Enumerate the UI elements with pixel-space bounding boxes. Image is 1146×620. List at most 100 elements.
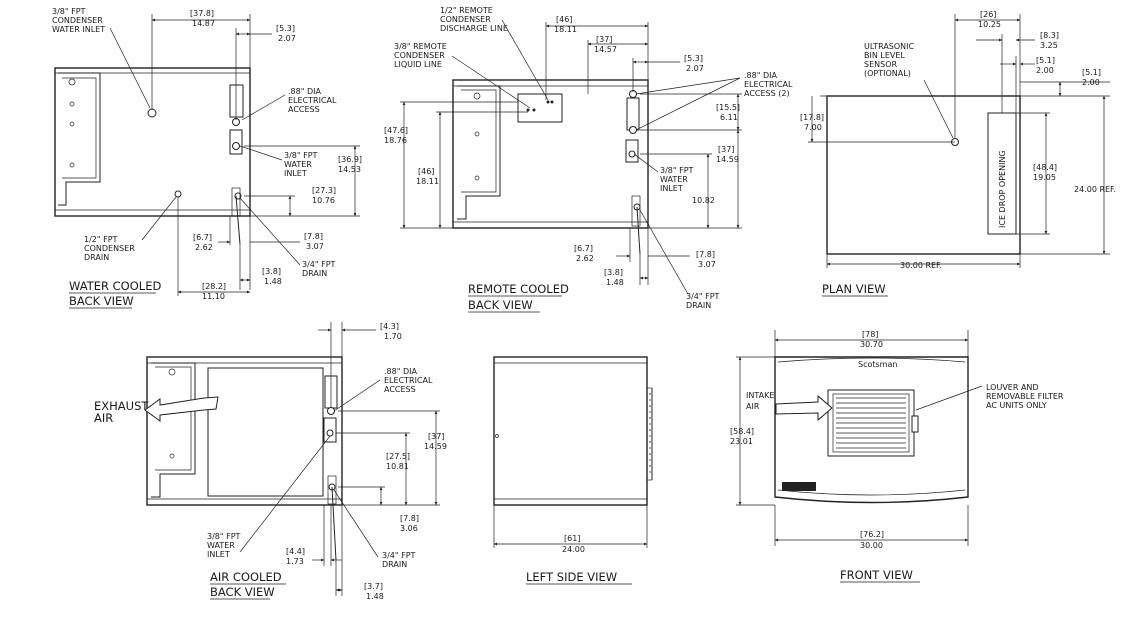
label-condenser-drain: 1/2" FPT CONDENSER DRAIN bbox=[84, 235, 135, 262]
svg-text:INLET: INLET bbox=[284, 169, 307, 178]
svg-text:LOUVER AND: LOUVER AND bbox=[986, 383, 1039, 392]
dim-1-48-in: 1.48 bbox=[606, 278, 624, 287]
svg-text:CONDENSER: CONDENSER bbox=[394, 51, 445, 60]
dim-11-10-in: 11.10 bbox=[202, 292, 225, 301]
svg-text:3/8" REMOTE: 3/8" REMOTE bbox=[394, 42, 447, 51]
dim-14-57-in: 14.57 bbox=[594, 45, 617, 54]
dim-2-07-in: 2.07 bbox=[278, 34, 296, 43]
dim-17-8-mm: [17.8] bbox=[800, 113, 824, 122]
dim-3-25-in: 3.25 bbox=[1040, 41, 1058, 50]
label-drain: 3/4" FPT DRAIN bbox=[302, 260, 336, 278]
dim-2-00-in-b: 2.00 bbox=[1082, 78, 1100, 87]
dim-30-00-in: 30.00 bbox=[860, 541, 883, 550]
view-title-water-cooled: WATER COOLED bbox=[69, 279, 161, 293]
dim-47-6-mm: [47.6] bbox=[384, 126, 408, 135]
dim-1-70-in: 1.70 bbox=[384, 332, 402, 341]
view-subtitle-back-view: BACK VIEW bbox=[468, 298, 533, 312]
dim-14-87-in: 14.87 bbox=[192, 19, 215, 28]
svg-text:AC UNITS ONLY: AC UNITS ONLY bbox=[986, 401, 1047, 410]
dim-46-mm-left: [46] bbox=[418, 167, 434, 176]
dim-1-73-in: 1.73 bbox=[286, 557, 304, 566]
dim-6-7-mm: [6.7] bbox=[193, 233, 212, 242]
dim-30-70-in: 30.70 bbox=[860, 340, 883, 349]
exhaust-air-arrow bbox=[144, 396, 219, 422]
plan-view: ULTRASONIC BIN LEVEL SENSOR (OPTIONAL) [… bbox=[800, 10, 1116, 297]
label-water-inlet: 3/8" FPT WATER INLET bbox=[660, 166, 694, 193]
dim-2-00-in-a: 2.00 bbox=[1036, 66, 1054, 75]
svg-text:1/2" REMOTE: 1/2" REMOTE bbox=[440, 6, 493, 15]
dim-3-7-mm: [3.7] bbox=[364, 582, 383, 591]
svg-text:ULTRASONIC: ULTRASONIC bbox=[864, 42, 915, 51]
svg-text:(OPTIONAL): (OPTIONAL) bbox=[864, 69, 911, 78]
label-louver-filter: LOUVER AND REMOVABLE FILTER AC UNITS ONL… bbox=[986, 383, 1064, 410]
dim-37-mm: [37] bbox=[596, 35, 612, 44]
dim-5-1-mm-b: [5.1] bbox=[1082, 68, 1101, 77]
label-drain: 3/4" FPT DRAIN bbox=[382, 551, 416, 569]
brand-logo: Scotsman bbox=[858, 360, 897, 369]
dim-14-59-in: 14.59 bbox=[716, 155, 739, 164]
svg-text:DRAIN: DRAIN bbox=[84, 253, 109, 262]
svg-text:3/8" FPT: 3/8" FPT bbox=[52, 7, 86, 16]
front-view: Scotsman [78] 30.70 INTAKE AIR LOUVER AN… bbox=[730, 330, 1064, 583]
svg-text:WATER INLET: WATER INLET bbox=[52, 25, 105, 34]
label-drain: 3/4" FPT DRAIN bbox=[686, 292, 720, 310]
dim-3-06-in: 3.06 bbox=[400, 524, 418, 533]
view-subtitle-back-view: BACK VIEW bbox=[210, 585, 275, 599]
svg-text:AIR: AIR bbox=[94, 411, 113, 425]
dim-48-4-mm: [48.4] bbox=[1033, 163, 1057, 172]
dim-4-3-mm: [4.3] bbox=[380, 322, 399, 331]
dim-2-62-in: 2.62 bbox=[195, 243, 213, 252]
svg-text:WATER: WATER bbox=[207, 541, 235, 550]
label-condenser-water-inlet: 3/8" FPT CONDENSER WATER INLET bbox=[52, 7, 105, 34]
dim-10-76-in: 10.76 bbox=[312, 196, 335, 205]
svg-text:INLET: INLET bbox=[207, 550, 230, 559]
dim-10-25-in: 10.25 bbox=[978, 20, 1001, 29]
dim-15-5-mm: [15.5] bbox=[716, 103, 740, 112]
dim-1-48-in: 1.48 bbox=[366, 592, 384, 601]
label-exhaust-air: EXHAUST AIR bbox=[94, 399, 149, 425]
dim-4-4-mm: [4.4] bbox=[286, 547, 305, 556]
air-cooled-back-view: EXHAUST AIR [4.3] 1.70 .88" DIA ELECTRIC… bbox=[94, 322, 447, 601]
view-title-left-side: LEFT SIDE VIEW bbox=[526, 570, 617, 584]
dim-24-00-in: 24.00 bbox=[562, 545, 585, 554]
dim-7-8-mm: [7.8] bbox=[304, 232, 323, 241]
svg-text:SENSOR: SENSOR bbox=[864, 60, 897, 69]
svg-text:3/4" FPT: 3/4" FPT bbox=[302, 260, 336, 269]
svg-text:CONDENSER: CONDENSER bbox=[52, 16, 103, 25]
svg-text:ELECTRICAL: ELECTRICAL bbox=[384, 376, 433, 385]
view-title-air-cooled: AIR COOLED bbox=[210, 570, 282, 584]
dim-5-3-mm: [5.3] bbox=[684, 54, 703, 63]
dim-58-4-mm: [58.4] bbox=[730, 427, 754, 436]
svg-text:ELECTRICAL: ELECTRICAL bbox=[744, 80, 793, 89]
dim-36-9-mm: [36.9] bbox=[338, 155, 362, 164]
view-title-plan: PLAN VIEW bbox=[822, 282, 886, 296]
svg-text:CONDENSER: CONDENSER bbox=[440, 15, 491, 24]
svg-text:3/8" FPT: 3/8" FPT bbox=[207, 532, 241, 541]
louver-slats bbox=[836, 397, 906, 449]
unit-outline bbox=[146, 356, 343, 506]
dim-37-mm: [37] bbox=[428, 432, 444, 441]
label-ultrasonic-sensor: ULTRASONIC BIN LEVEL SENSOR (OPTIONAL) bbox=[864, 42, 915, 78]
svg-text:DRAIN: DRAIN bbox=[302, 269, 327, 278]
svg-text:DISCHARGE LINE: DISCHARGE LINE bbox=[440, 24, 508, 33]
dim-3-07-in: 3.07 bbox=[306, 242, 324, 251]
svg-text:WATER: WATER bbox=[284, 160, 312, 169]
svg-text:WATER: WATER bbox=[660, 175, 688, 184]
unit-outline bbox=[54, 67, 251, 217]
view-subtitle-back-view: BACK VIEW bbox=[69, 294, 134, 308]
dim-37-8-mm: [37.8] bbox=[190, 9, 214, 18]
unit-outline bbox=[826, 95, 1021, 255]
dim-2-62-in: 2.62 bbox=[576, 254, 594, 263]
dim-46-mm: [46] bbox=[556, 15, 572, 24]
label-electrical-access: .88" DIA ELECTRICAL ACCESS bbox=[384, 367, 433, 394]
intake-air-arrow bbox=[775, 394, 833, 422]
dim-27-3-mm: [27.3] bbox=[312, 186, 336, 195]
svg-text:3/4" FPT: 3/4" FPT bbox=[382, 551, 416, 560]
svg-text:INLET: INLET bbox=[660, 184, 683, 193]
svg-text:EXHAUST: EXHAUST bbox=[94, 399, 149, 413]
dim-7-8-mm: [7.8] bbox=[696, 250, 715, 259]
dim-61-mm: [61] bbox=[564, 534, 580, 543]
dim-7-8-mm: [7.8] bbox=[400, 514, 419, 523]
svg-text:ACCESS: ACCESS bbox=[288, 105, 320, 114]
svg-text:.88" DIA: .88" DIA bbox=[384, 367, 417, 376]
